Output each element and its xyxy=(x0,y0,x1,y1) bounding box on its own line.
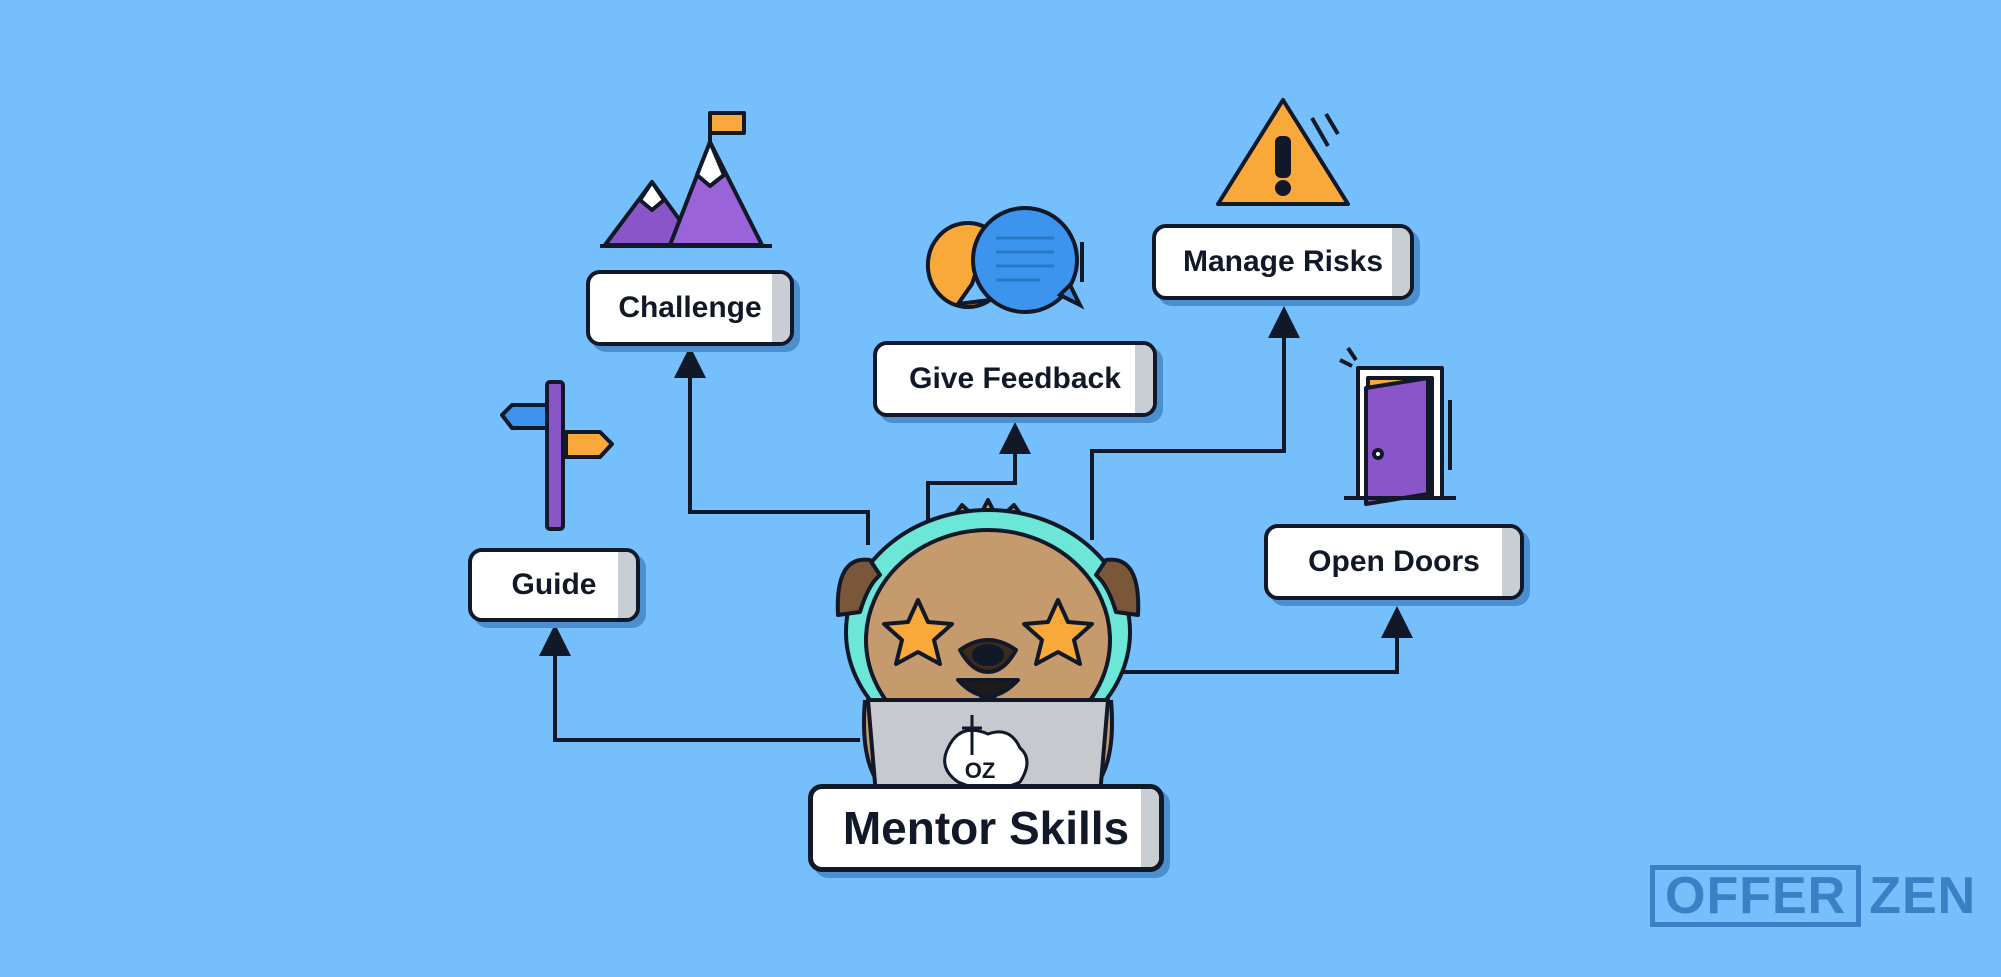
skill-label-guide-text: Guide xyxy=(511,568,597,601)
open-door-icon xyxy=(1339,346,1456,506)
skill-label-challenge-text: Challenge xyxy=(618,291,762,324)
skill-label-challenge: Challenge xyxy=(586,270,794,346)
center-label-text: Mentor Skills xyxy=(842,802,1130,854)
offerzen-logo: OFFER ZEN xyxy=(1650,865,1976,927)
skill-label-feedback: Give Feedback xyxy=(873,341,1157,417)
star-eye-left xyxy=(882,598,954,666)
skill-label-guide: Guide xyxy=(468,548,640,622)
center-label-mentor-skills: Mentor Skills xyxy=(808,784,1164,872)
signpost-icon xyxy=(500,380,614,531)
pug-mascot-illustration: OZ xyxy=(835,498,1141,797)
skill-label-doors: Open Doors xyxy=(1264,524,1524,600)
laptop-sticker-text: OZ xyxy=(965,758,996,783)
star-eye-right xyxy=(1022,598,1094,666)
connector-guide xyxy=(539,624,860,742)
skill-label-risks-text: Manage Risks xyxy=(1182,245,1384,278)
connector-feedback xyxy=(926,422,1031,545)
skill-label-risks: Manage Risks xyxy=(1152,224,1414,300)
connector-risks xyxy=(1090,306,1300,540)
brand-left: OFFER xyxy=(1650,865,1862,927)
warning-triangle-icon xyxy=(1216,98,1350,206)
connector-challenge xyxy=(674,346,870,545)
skill-label-feedback-text: Give Feedback xyxy=(909,362,1121,395)
skill-label-doors-text: Open Doors xyxy=(1308,545,1480,578)
mountain-flag-icon xyxy=(600,111,772,248)
connector-doors xyxy=(1110,606,1413,674)
speech-bubbles-icon xyxy=(925,206,1085,314)
brand-right: ZEN xyxy=(1869,867,1977,925)
